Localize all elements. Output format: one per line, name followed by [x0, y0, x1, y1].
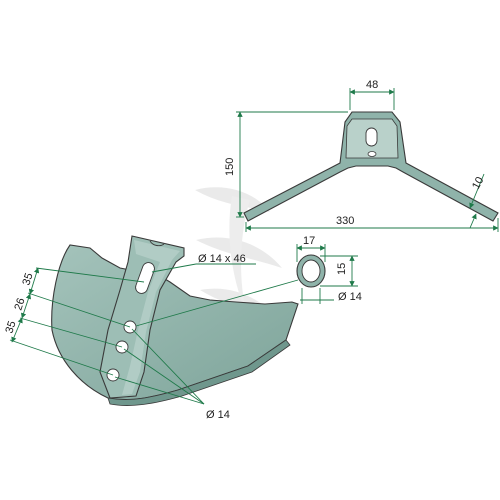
dim-label-15: 15 [336, 263, 348, 275]
dim-label-hole: Ø 14 [206, 409, 230, 421]
dimension-spacing-left: 35 26 35 [3, 267, 145, 376]
bracket-slot [365, 127, 378, 147]
dimension-span-330: 330 [245, 215, 499, 232]
top-view-bracket [243, 111, 499, 222]
ring-leader-line [135, 279, 299, 327]
dimension-ring-inner-14: Ø 14 [300, 288, 362, 304]
dim-label-35-top: 35 [20, 272, 35, 287]
ring-bushing [296, 254, 326, 288]
dim-label-150: 150 [224, 158, 236, 176]
dimension-hole-14: Ø 14 [114, 328, 230, 421]
dimension-thickness-10: 10 [469, 173, 486, 229]
dimension-width-48: 48 [349, 79, 395, 110]
dim-label-35-bottom: 35 [3, 320, 18, 335]
dim-label-48: 48 [366, 79, 378, 91]
dimension-slot-14x46: Ø 14 x 46 [151, 253, 256, 273]
dim-label-26: 26 [12, 297, 27, 312]
dim-label-10: 10 [470, 175, 486, 191]
dim-label-ring-diameter: Ø 14 [338, 291, 362, 303]
dim-label-slot: Ø 14 x 46 [198, 253, 246, 265]
dimension-height-150: 150 [224, 111, 348, 218]
dimension-ring-outer-17: 17 [296, 235, 326, 262]
dim-label-17: 17 [303, 235, 315, 247]
dimension-ring-height-15: 15 [320, 255, 358, 287]
blade-share [51, 235, 299, 406]
blade-slot [135, 262, 155, 294]
dim-label-330: 330 [336, 215, 354, 227]
